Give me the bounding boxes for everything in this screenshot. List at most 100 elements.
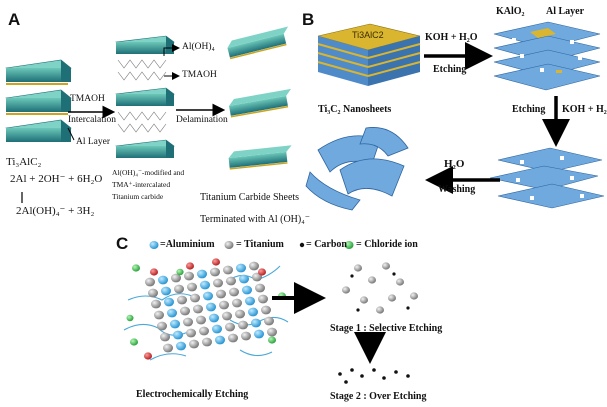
panel-b-letter: B bbox=[302, 10, 315, 29]
lattice-atom bbox=[176, 341, 186, 351]
process-label: Electrochemically Etching bbox=[136, 389, 249, 400]
lattice-atom bbox=[210, 267, 220, 277]
lattice-atom bbox=[248, 307, 258, 317]
lattice-atom bbox=[151, 299, 161, 309]
lattice-atom bbox=[251, 318, 261, 328]
lattice-atom bbox=[148, 288, 158, 298]
stage-2-label: Stage 2 : Over Etching bbox=[330, 391, 427, 402]
intermediate-line-2: TMA⁺-intercalated bbox=[112, 180, 171, 189]
lattice-atom bbox=[239, 274, 249, 284]
lattice-atom bbox=[212, 324, 222, 334]
lattice-atom bbox=[226, 276, 236, 286]
intercalation-label: Intercalation bbox=[68, 115, 117, 125]
kalo2-label: KAlO₂ bbox=[496, 6, 525, 17]
lattice-atom bbox=[177, 295, 187, 305]
panel-b-exfoliated-layers bbox=[489, 147, 605, 209]
lattice-atom bbox=[190, 293, 200, 303]
panel-c-ions bbox=[126, 258, 286, 360]
lattice-atom bbox=[180, 306, 190, 316]
reactant-label: Ti₃AlC₂ bbox=[6, 156, 42, 168]
lattice-atom bbox=[245, 296, 255, 306]
lattice-atom bbox=[255, 283, 265, 293]
lattice-atom bbox=[216, 289, 226, 299]
lattice-atom bbox=[157, 321, 167, 331]
etching-step-1-label: Etching bbox=[433, 64, 467, 75]
lattice-atom bbox=[173, 330, 183, 340]
lattice-atom bbox=[174, 284, 184, 294]
nanosheets-label: Ti₃C₂ Nanosheets bbox=[318, 104, 392, 115]
al-layer-label-a: Al Layer bbox=[76, 137, 111, 147]
tmaoh-reagent-label: TMAOH bbox=[70, 94, 105, 104]
al-layer-pointer bbox=[67, 127, 75, 141]
lattice-atom bbox=[228, 333, 238, 343]
lattice-atom bbox=[170, 319, 180, 329]
lattice-atom bbox=[187, 282, 197, 292]
panel-b-ti3alc2-block bbox=[317, 23, 421, 86]
panel-a-letter: A bbox=[8, 10, 21, 29]
lattice-atom bbox=[229, 287, 239, 297]
intermediate-line-1: Al(OH)₄⁻-modified and bbox=[112, 168, 185, 177]
lattice-atom bbox=[238, 320, 248, 330]
lattice-atom bbox=[258, 294, 268, 304]
lattice-atom bbox=[222, 311, 232, 321]
tmaoh-product-label: TMAOH bbox=[182, 70, 217, 80]
water-label: H₂O bbox=[444, 158, 465, 170]
lattice-atom bbox=[241, 331, 251, 341]
intermediate-line-3: Titanium carbide bbox=[112, 192, 164, 201]
lattice-atom bbox=[267, 327, 277, 337]
lattice-atom bbox=[167, 308, 177, 318]
lattice-atom bbox=[184, 271, 194, 281]
lattice-atom bbox=[171, 273, 181, 283]
lattice-atom bbox=[261, 305, 271, 315]
panel-b-nanosheets bbox=[305, 127, 409, 211]
lattice-atom bbox=[235, 309, 245, 319]
legend-chloride: = Chloride ion bbox=[356, 239, 418, 250]
al-layer-label-b: Al Layer bbox=[546, 6, 585, 17]
lattice-atom bbox=[242, 285, 252, 295]
lattice-atom bbox=[264, 316, 274, 326]
lattice-atom bbox=[236, 263, 246, 273]
aloh4-label: Al(OH)₄ bbox=[182, 42, 215, 52]
washing-label: Washing bbox=[438, 184, 476, 195]
panel-c-letter: C bbox=[116, 234, 129, 253]
lattice-atom bbox=[183, 317, 193, 327]
lattice-atom bbox=[158, 275, 168, 285]
lattice-atom bbox=[186, 328, 196, 338]
panel-a-delaminated-sheets bbox=[227, 26, 292, 170]
lattice-atom bbox=[154, 310, 164, 320]
lattice-atom bbox=[189, 339, 199, 349]
lattice-atom bbox=[199, 326, 209, 336]
lattice-atom bbox=[219, 300, 229, 310]
legend-aluminium: =Aluminium bbox=[160, 239, 215, 250]
block-label: Ti3AlC2 bbox=[352, 30, 384, 40]
lattice-atom bbox=[209, 313, 219, 323]
panel-a-ti3alc2-stack bbox=[5, 59, 72, 142]
lattice-atom bbox=[254, 329, 264, 339]
lattice-atom bbox=[223, 265, 233, 275]
panel-a-intercalated-stack bbox=[115, 35, 175, 158]
lattice-atom bbox=[232, 298, 242, 308]
lattice-atom bbox=[203, 291, 213, 301]
lattice-atom bbox=[225, 322, 235, 332]
etching-step-2-label: Etching bbox=[512, 104, 546, 115]
lattice-atom bbox=[163, 343, 173, 353]
lattice-atom bbox=[145, 277, 155, 287]
lattice-atom bbox=[202, 337, 212, 347]
delamination-label: Delamination bbox=[176, 115, 228, 125]
lattice-atom bbox=[249, 261, 259, 271]
equation-line-2: 2Al(OH)₄⁻ + 3H₂ bbox=[16, 205, 95, 217]
reagent-1-label: KOH + H₂O bbox=[425, 32, 478, 43]
lattice-atom bbox=[160, 332, 170, 342]
lattice-atom bbox=[200, 280, 210, 290]
lattice-atom bbox=[196, 315, 206, 325]
legend-carbon: = Carbon bbox=[306, 239, 347, 250]
equation-line-1: 2Al + 2OH⁻ + 6H₂O bbox=[10, 173, 103, 185]
stage-1-label: Stage 1 : Selective Etching bbox=[330, 323, 443, 334]
lattice-atom bbox=[215, 335, 225, 345]
legend-titanium: = Titanium bbox=[236, 239, 284, 250]
reagent-2-label: KOH + H₂O bbox=[562, 104, 607, 115]
lattice-atom bbox=[164, 297, 174, 307]
panel-c-legend-icons bbox=[149, 241, 354, 249]
panel-b-etched-layers bbox=[493, 21, 601, 91]
